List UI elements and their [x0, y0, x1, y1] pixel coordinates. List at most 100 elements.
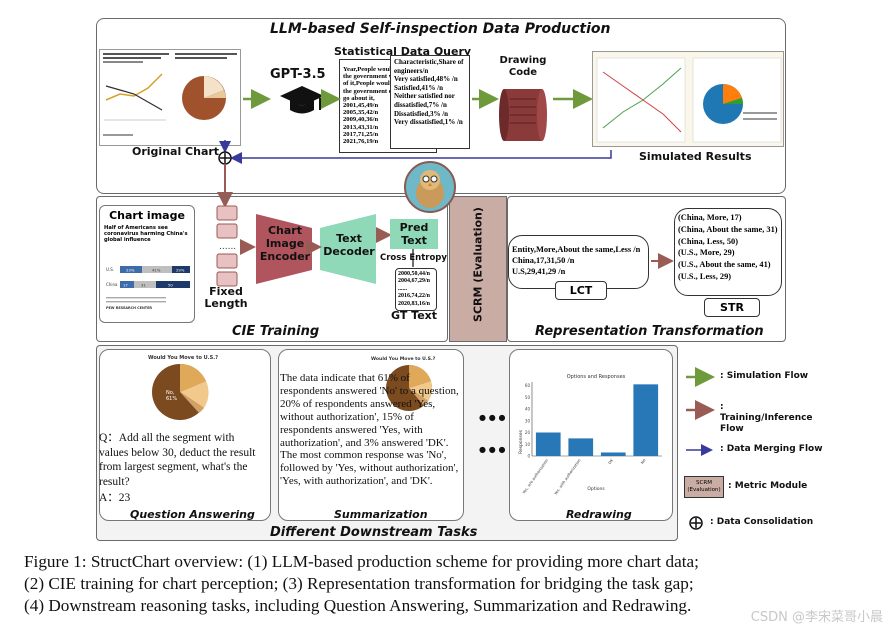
caption-line: (4) Downstream reasoning tasks, includin… [24, 596, 692, 615]
decoder-label: Text Decoder [322, 232, 376, 258]
redraw-bar-chart: Options and Responses Responses Options … [518, 374, 662, 496]
legend-label: : Metric Module [728, 481, 808, 491]
pred-text-label: Pred Text [399, 221, 429, 247]
legend-metric-box-text: SCRM (Evaluation) [687, 480, 721, 493]
chart-image-row: U.S. [106, 267, 114, 272]
ellipsis-lower: ● ● ● [479, 445, 506, 454]
y-tick-label: 50 [525, 395, 531, 400]
chart-image-footer: PEW RESEARCH CENTER [106, 306, 152, 310]
chart-image-card: Chart image Half of Americans see corona… [99, 205, 195, 323]
bar [535, 432, 561, 456]
lct-label-box: LCT [555, 281, 607, 300]
query-text-line: 2013,43,31/n [343, 123, 379, 131]
simulated-chart-graphic [596, 57, 782, 143]
chart-image-label: Chart image [109, 209, 185, 222]
gt-text-line: 2016,74,22/n [398, 293, 431, 300]
y-tick-label: 20 [525, 430, 531, 435]
qa-answer: A：23 [99, 492, 131, 504]
query-text-line: go about it, [343, 94, 375, 102]
original-chart-thumbnail [99, 49, 241, 146]
str-text-line: (U.S., About the same, 41) [678, 260, 771, 270]
encoder-label: Chart Image Encoder [258, 224, 312, 263]
original-chart-label: Original Chart [132, 145, 220, 158]
x-tick-label: Yes, w/o authorization [521, 457, 549, 494]
query-text-line: engineers/n [394, 66, 429, 75]
bar [633, 384, 659, 456]
str-text-line: (China, More, 17) [678, 213, 742, 222]
query-text-line: 2017,71,25/n [343, 130, 379, 138]
query-text-line: Dissatisfied,3% /n [394, 109, 449, 118]
gt-text-line: 2004,67,29/n [398, 278, 431, 285]
mascot-icon [404, 161, 456, 213]
cie-training-title: CIE Training [232, 324, 320, 339]
lct-text-line: Entity,More,About the same,Less /n [512, 245, 641, 254]
x-tick-label: DK [607, 457, 614, 465]
watermark: CSDN @李宋菜哥小晨 [750, 610, 883, 625]
decoder-block [320, 214, 376, 284]
redraw-x-label: Options [587, 486, 605, 492]
cie-training-panel [96, 196, 448, 342]
legend-label: : Data Merging Flow [720, 444, 823, 454]
encoder-text: Chart Image Encoder [259, 224, 311, 263]
x-tick-label: Yes, with authorization [553, 457, 582, 496]
bar [600, 452, 626, 456]
redrawing-label: Redrawing [566, 508, 632, 521]
scrm-block [449, 196, 507, 342]
chart-image-row: China [106, 282, 118, 287]
simulated-results-card [592, 51, 784, 147]
svg-text:No,: No, [166, 390, 175, 396]
query-text-line: 2005,35,42/n [343, 109, 379, 117]
graduation-cap-icon [280, 86, 324, 114]
qa-card: Would You Move to U.S.? No, 61% Q：Add al… [99, 349, 271, 521]
statistical-query-label: Statistical Data Query [334, 45, 472, 58]
summary-text: The data indicate that 61% of respondent… [280, 372, 459, 488]
y-tick-label: 10 [525, 442, 531, 447]
svg-text:23%: 23% [126, 268, 135, 273]
query-text-line: Neither satisfied nor [394, 92, 455, 101]
svg-text:61%: 61% [166, 396, 177, 402]
query-text-line: Very satisfied,48% /n [394, 75, 458, 84]
drawing-code-text: Drawing Code [499, 55, 547, 78]
query-text-line: 2021,76,19/n [343, 138, 379, 146]
svg-text:......: ...... [219, 242, 236, 252]
pred-text-box: Pred Text [390, 219, 438, 249]
query-text-line: 2009,40,36/n [343, 116, 379, 124]
query-text-line: Very dissatisfied,1% /n [394, 118, 463, 127]
svg-text:29%: 29% [176, 268, 185, 273]
ellipsis-upper: ● ● ● [479, 413, 506, 422]
summarization-label: Summarization [334, 508, 428, 521]
query-text-line: Year,People would be [343, 66, 404, 73]
svg-text:41%: 41% [152, 268, 161, 273]
scroll-icon [499, 89, 547, 141]
str-text-line: (China, About the same, 31) [678, 224, 778, 234]
query-text-line: dissatisfied,7% /n [394, 100, 447, 109]
bar [568, 438, 594, 456]
original-chart-graphic [103, 53, 237, 136]
production-panel-title: LLM-based Self-inspection Data Productio… [270, 21, 611, 37]
fixed-length-label: Fixed Length [204, 286, 248, 310]
lct-text-line: China,17,31,50 /n [512, 256, 575, 265]
svg-text:Would You Move to U.S.?: Would You Move to U.S.? [371, 356, 436, 362]
qa-label: Question Answering [130, 508, 255, 521]
redraw-chart-title: Options and Responses [567, 374, 626, 380]
lct-text-line: U.S,29,41,29 /n [512, 267, 566, 276]
svg-text:Would You Move to U.S.?: Would You Move to U.S.? [148, 355, 218, 361]
chart-image-title: Half of Americans see coronavirus harmin… [104, 225, 188, 243]
legend-icons [686, 367, 715, 530]
query-text-line: Characteristic,Share of [394, 58, 464, 66]
summarization-card: Would You Move to U.S.? The data indicat… [278, 349, 464, 521]
y-tick-label: 60 [525, 383, 531, 388]
str-text-line: (China, Less, 50) [678, 236, 739, 246]
query-text-line: the government would be [343, 73, 415, 81]
qa-pie-chart: Would You Move to U.S.? No, 61% [148, 355, 218, 420]
cross-entropy-label: Cross Entropy [380, 253, 447, 263]
caption-line: Figure 1: StructChart overview: (1) LLM-… [24, 552, 699, 571]
y-tick-label: 30 [525, 418, 531, 423]
legend-label: : Data Consolidation [710, 517, 814, 527]
query-text-line: Satisfied,41% /n [394, 83, 444, 92]
str-text-line: (U.S., Less, 29) [678, 271, 732, 281]
